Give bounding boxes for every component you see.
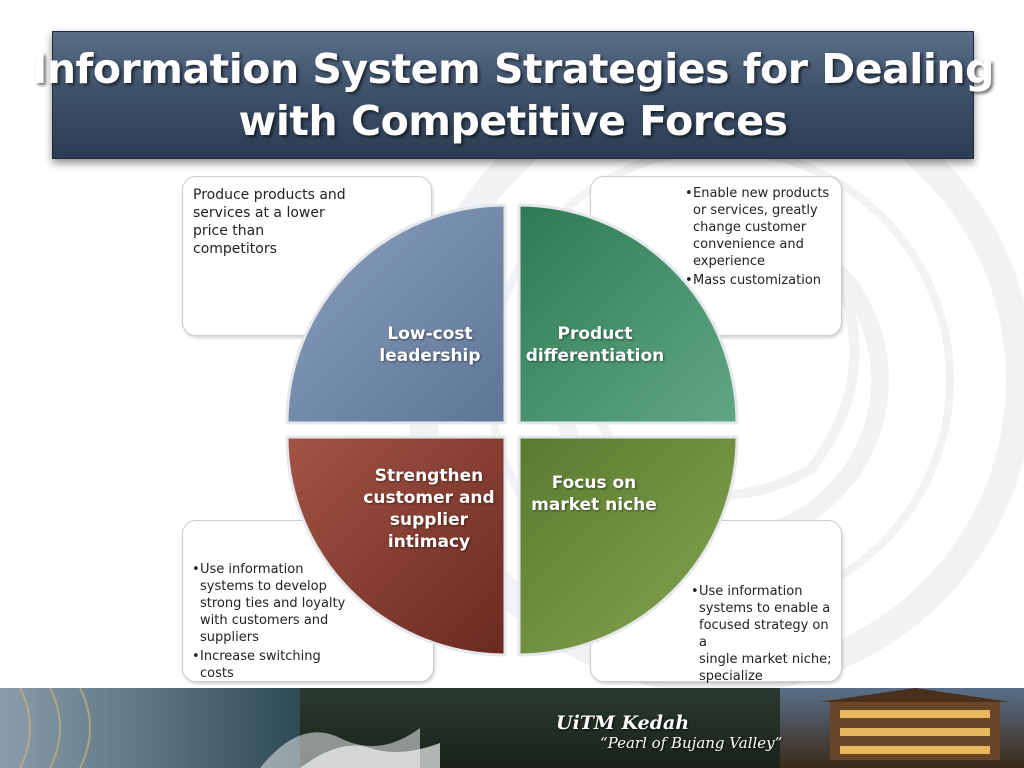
- bullet-line: experience: [693, 254, 766, 269]
- label-line: Low-cost: [387, 324, 473, 344]
- bullet-item: Use information systems to develop stron…: [192, 561, 425, 646]
- bullet-line: Use information: [200, 562, 304, 577]
- bullet-line: suppliers: [200, 630, 259, 645]
- description-line: Produce products and: [193, 187, 346, 203]
- bullet-line: single market niche;: [699, 652, 832, 667]
- bullet-line: Enable new products: [693, 186, 830, 201]
- label-line: differentiation: [525, 346, 665, 366]
- quadrant-low-cost: [285, 203, 507, 425]
- description-line: services at a lower: [193, 205, 325, 221]
- description-line: price than: [193, 223, 265, 239]
- label-line: leadership: [379, 346, 481, 366]
- bullet-item: Enable new products or services, greatly…: [685, 185, 831, 270]
- bullet-line: Use information: [699, 584, 803, 599]
- bullet-list: Use information systems to develop stron…: [192, 561, 425, 682]
- quadrant-intimacy: [285, 435, 507, 657]
- label-line: market niche: [531, 495, 657, 515]
- bullet-line: specialize: [699, 669, 763, 684]
- bullet-list: Enable new products or services, greatly…: [685, 185, 831, 289]
- bullet-line: convenience and: [693, 237, 804, 252]
- footer-banner: UiTM Kedah “Pearl of Bujang Valley”: [0, 688, 1024, 768]
- bullet-line: or services, greatly: [693, 203, 818, 218]
- bullet-item: Use information systems to enable a focu…: [691, 583, 835, 685]
- bullet-line: with customers and: [200, 613, 329, 628]
- bullet-line: change customer: [693, 220, 807, 235]
- label-customer-supplier-intimacy: Strengthen customer and supplier intimac…: [362, 465, 496, 553]
- bullet-line: focused strategy on a: [699, 618, 829, 650]
- bullet-item: Mass customization: [685, 272, 831, 289]
- bullet-item: Increase switching costs: [192, 648, 425, 682]
- bullet-line: systems to develop: [200, 579, 327, 594]
- label-line: customer and: [363, 488, 495, 508]
- label-line: supplier: [389, 510, 469, 530]
- label-line: intimacy: [387, 532, 471, 552]
- bullet-line: costs: [200, 666, 234, 681]
- title-bar: Information System Strategies for Dealin…: [32, 31, 994, 159]
- quadrant-niche: [517, 435, 739, 657]
- label-market-niche: Focus on market niche: [528, 472, 660, 516]
- title-line-1: Information System Strategies for Dealin…: [32, 45, 994, 93]
- bullet-line: strong ties and loyalty: [200, 596, 346, 611]
- label-line: Strengthen: [374, 466, 484, 486]
- label-product-differentiation: Product differentiation: [520, 323, 670, 367]
- bullet-list: Use information systems to enable a focu…: [691, 583, 835, 685]
- bullet-line: Increase switching: [200, 649, 321, 664]
- quadrant-differentiation: [517, 203, 739, 425]
- bullet-line: systems to enable a: [699, 601, 831, 616]
- label-line: Focus on: [551, 473, 637, 493]
- label-low-cost-leadership: Low-cost leadership: [374, 323, 486, 367]
- bullet-line: Mass customization: [693, 273, 822, 288]
- label-line: Product: [557, 324, 633, 344]
- description-line: competitors: [193, 241, 277, 257]
- description-box-low-cost: Produce products and services at a lower…: [182, 176, 432, 336]
- footer-tagline: “Pearl of Bujang Valley”: [600, 734, 783, 752]
- strategy-quadrant-diagram: [285, 203, 739, 657]
- footer-brand: UiTM Kedah: [556, 712, 690, 734]
- footer-banner-image: [0, 688, 1024, 768]
- title-line-2: with Competitive Forces: [238, 97, 789, 145]
